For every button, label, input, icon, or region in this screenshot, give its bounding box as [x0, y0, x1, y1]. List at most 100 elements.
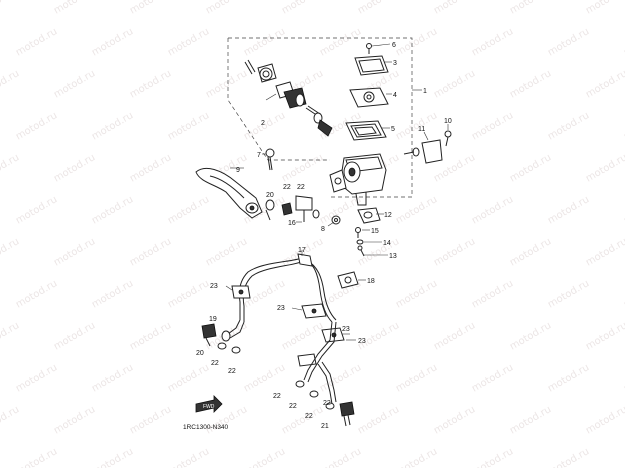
callout-labels: 6 3 4 5 1 2 7 9 10 11 22 22 20 16 8 12 1… — [196, 42, 452, 430]
watermark-text: motod.ru — [546, 26, 591, 58]
banjo-bolt — [339, 401, 355, 427]
callout-22-g: 22 — [305, 413, 313, 420]
callout-11: 11 — [418, 126, 425, 133]
watermark-text: motod.ru — [356, 0, 401, 17]
clamp-12 — [357, 207, 381, 224]
hose-clamp-lower-left — [297, 353, 317, 367]
watermark-text: motod.ru — [470, 278, 515, 310]
watermark-text: motod.ru — [90, 110, 135, 142]
brake-lever — [195, 167, 263, 219]
small-bolt-15 — [355, 227, 361, 238]
watermark-text: motod.ru — [508, 404, 553, 436]
union-bolt — [295, 195, 313, 222]
watermark-text: motod.ru — [280, 404, 325, 436]
watermark-text: motod.ru — [14, 26, 59, 58]
assembly-boundary — [227, 37, 413, 198]
watermark-text: motod.ru — [242, 446, 287, 468]
watermark-text: motod.ru — [52, 0, 97, 17]
fwd-label: FWD — [203, 404, 215, 410]
watermark-text: motod.ru — [394, 362, 439, 394]
fwd-arrow-icon: FWD — [195, 395, 223, 413]
callout-20-a: 20 — [266, 192, 274, 199]
watermark-text: motod.ru — [546, 194, 591, 226]
diaphragm-plate — [349, 87, 389, 108]
watermark-text: motod.ru — [584, 320, 625, 352]
watermark-text: motod.ru — [14, 110, 59, 142]
callout-20-b: 20 — [196, 350, 204, 357]
pivot-bolt — [265, 148, 275, 171]
watermark-text: motod.ru — [280, 152, 325, 184]
watermark-text: motod.ru — [394, 110, 439, 142]
callout-5: 5 — [391, 126, 395, 133]
callout-1: 1 — [423, 88, 427, 95]
watermark-text: motod.ru — [166, 110, 211, 142]
watermark-text: motod.ru — [508, 236, 553, 268]
watermark-text: motod.ru — [90, 278, 135, 310]
watermark-text: motod.ru — [546, 278, 591, 310]
watermark-text: motod.ru — [394, 278, 439, 310]
callout-23-d: 23 — [358, 338, 366, 345]
watermark-text: motod.ru — [128, 152, 173, 184]
watermark-text: motod.ru — [584, 404, 625, 436]
watermark-text: motod.ru — [546, 362, 591, 394]
watermark-text: motod.ru — [508, 152, 553, 184]
watermark-text: motod.ru — [0, 404, 21, 436]
callout-8: 8 — [321, 226, 325, 233]
watermark-text: motod.ru — [470, 446, 515, 468]
watermark-text: motod.ru — [242, 26, 287, 58]
watermark-text: motod.ru — [128, 68, 173, 100]
watermark-text: motod.ru — [52, 68, 97, 100]
callout-22-f: 22 — [289, 403, 297, 410]
watermark-text: motod.ru — [128, 236, 173, 268]
callout-4: 4 — [393, 92, 397, 99]
reservoir-cap-screw — [366, 43, 372, 54]
washer-14 — [356, 239, 364, 245]
callout-14: 14 — [383, 240, 391, 247]
watermark-text: motod.ru — [52, 152, 97, 184]
callout-18: 18 — [367, 278, 375, 285]
watermark-text: motod.ru — [432, 0, 477, 17]
watermark-text: motod.ru — [356, 320, 401, 352]
watermark-text: motod.ru — [90, 446, 135, 468]
hose-clamp-right — [301, 303, 327, 319]
watermark-text: motod.ru — [166, 446, 211, 468]
watermark-text: motod.ru — [470, 26, 515, 58]
reservoir-cap — [354, 55, 389, 76]
watermark-text: motod.ru — [128, 0, 173, 17]
callout-2: 2 — [261, 120, 265, 127]
watermark-text: motod.ru — [242, 362, 287, 394]
watermark-text: motod.ru — [204, 0, 249, 17]
callout-22-a: 22 — [283, 184, 291, 191]
watermark-text: motod.ru — [432, 320, 477, 352]
watermark-text: motod.ru — [394, 194, 439, 226]
callout-6: 6 — [392, 42, 396, 49]
diaphragm — [345, 120, 387, 141]
watermark-text: motod.ru — [0, 320, 21, 352]
piston-kit — [244, 59, 333, 137]
watermark-text: motod.ru — [508, 68, 553, 100]
screw-13 — [357, 245, 365, 257]
callout-22-d: 22 — [228, 368, 236, 375]
watermark-text: motod.ru — [432, 68, 477, 100]
callout-7: 7 — [257, 152, 261, 159]
watermark-text: motod.ru — [52, 320, 97, 352]
watermark-text: motod.ru — [204, 68, 249, 100]
master-cylinder-body — [329, 153, 387, 206]
watermark-text: motod.ru — [546, 446, 591, 468]
watermark-text: motod.ru — [166, 362, 211, 394]
watermark-text: motod.ru — [128, 320, 173, 352]
watermark-text: motod.ru — [470, 110, 515, 142]
hose-clamp-lower-right — [321, 327, 345, 343]
watermark-text: motod.ru — [14, 362, 59, 394]
callout-9: 9 — [236, 167, 240, 174]
callout-22-c: 22 — [211, 360, 219, 367]
watermark-text: motod.ru — [318, 446, 363, 468]
callout-23-b: 23 — [277, 305, 285, 312]
watermark-text: motod.ru — [90, 26, 135, 58]
callout-17: 17 — [298, 247, 306, 254]
callout-3: 3 — [393, 60, 397, 67]
watermark-text: motod.ru — [508, 320, 553, 352]
callout-22-e: 22 — [273, 393, 281, 400]
